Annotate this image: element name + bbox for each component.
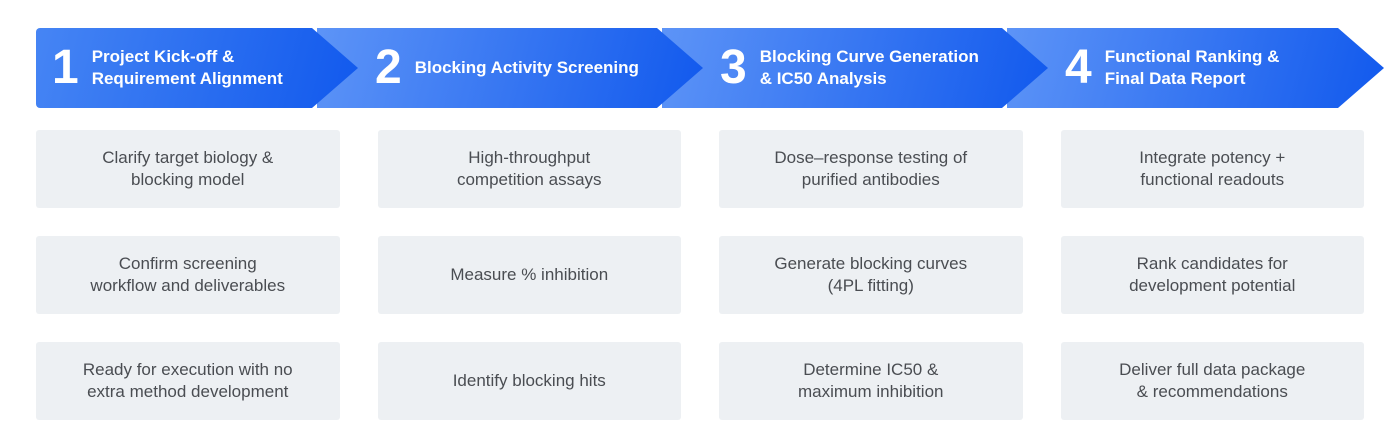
- step-3-detail-2: Generate blocking curves (4PL fitting): [719, 236, 1023, 314]
- step-arrow-1: 1 Project Kick-off & Requirement Alignme…: [36, 28, 358, 108]
- step-4-detail-2: Rank candidates for development potentia…: [1060, 236, 1364, 314]
- step-4-title: Functional Ranking & Final Data Report: [1104, 46, 1280, 88]
- step-1-detail-3: Ready for execution with no extra method…: [36, 342, 340, 420]
- step-arrow-3: 3 Blocking Curve Generation & IC50 Analy…: [662, 28, 1048, 108]
- step-1-detail-2: Confirm screening workflow and deliverab…: [36, 236, 340, 314]
- step-3-number: 3: [720, 41, 746, 94]
- step-details-grid: Clarify target biology & blocking model …: [36, 130, 1364, 420]
- step-1-number: 1: [52, 41, 78, 94]
- step-arrow-2: 2 Blocking Activity Screening: [317, 28, 703, 108]
- step-4-number: 4: [1065, 41, 1091, 94]
- step-2-number: 2: [375, 41, 401, 94]
- step-2-title: Blocking Activity Screening: [414, 57, 639, 77]
- step-1-title: Project Kick-off & Requirement Alignment: [91, 46, 283, 88]
- step-arrow-4: 4 Functional Ranking & Final Data Report: [1007, 28, 1384, 108]
- step-3-title: Blocking Curve Generation & IC50 Analysi…: [759, 46, 979, 88]
- step-4-detail-1: Integrate potency + functional readouts: [1060, 130, 1364, 208]
- step-1-detail-1: Clarify target biology & blocking model: [36, 130, 340, 208]
- step-2-detail-2: Measure % inhibition: [377, 236, 681, 314]
- step-3-detail-3: Determine IC50 & maximum inhibition: [719, 342, 1023, 420]
- step-2-detail-3: Identify blocking hits: [377, 342, 681, 420]
- step-2-detail-1: High-throughput competition assays: [377, 130, 681, 208]
- step-4-detail-3: Deliver full data package & recommendati…: [1060, 342, 1364, 420]
- step-3-detail-1: Dose–response testing of purified antibo…: [719, 130, 1023, 208]
